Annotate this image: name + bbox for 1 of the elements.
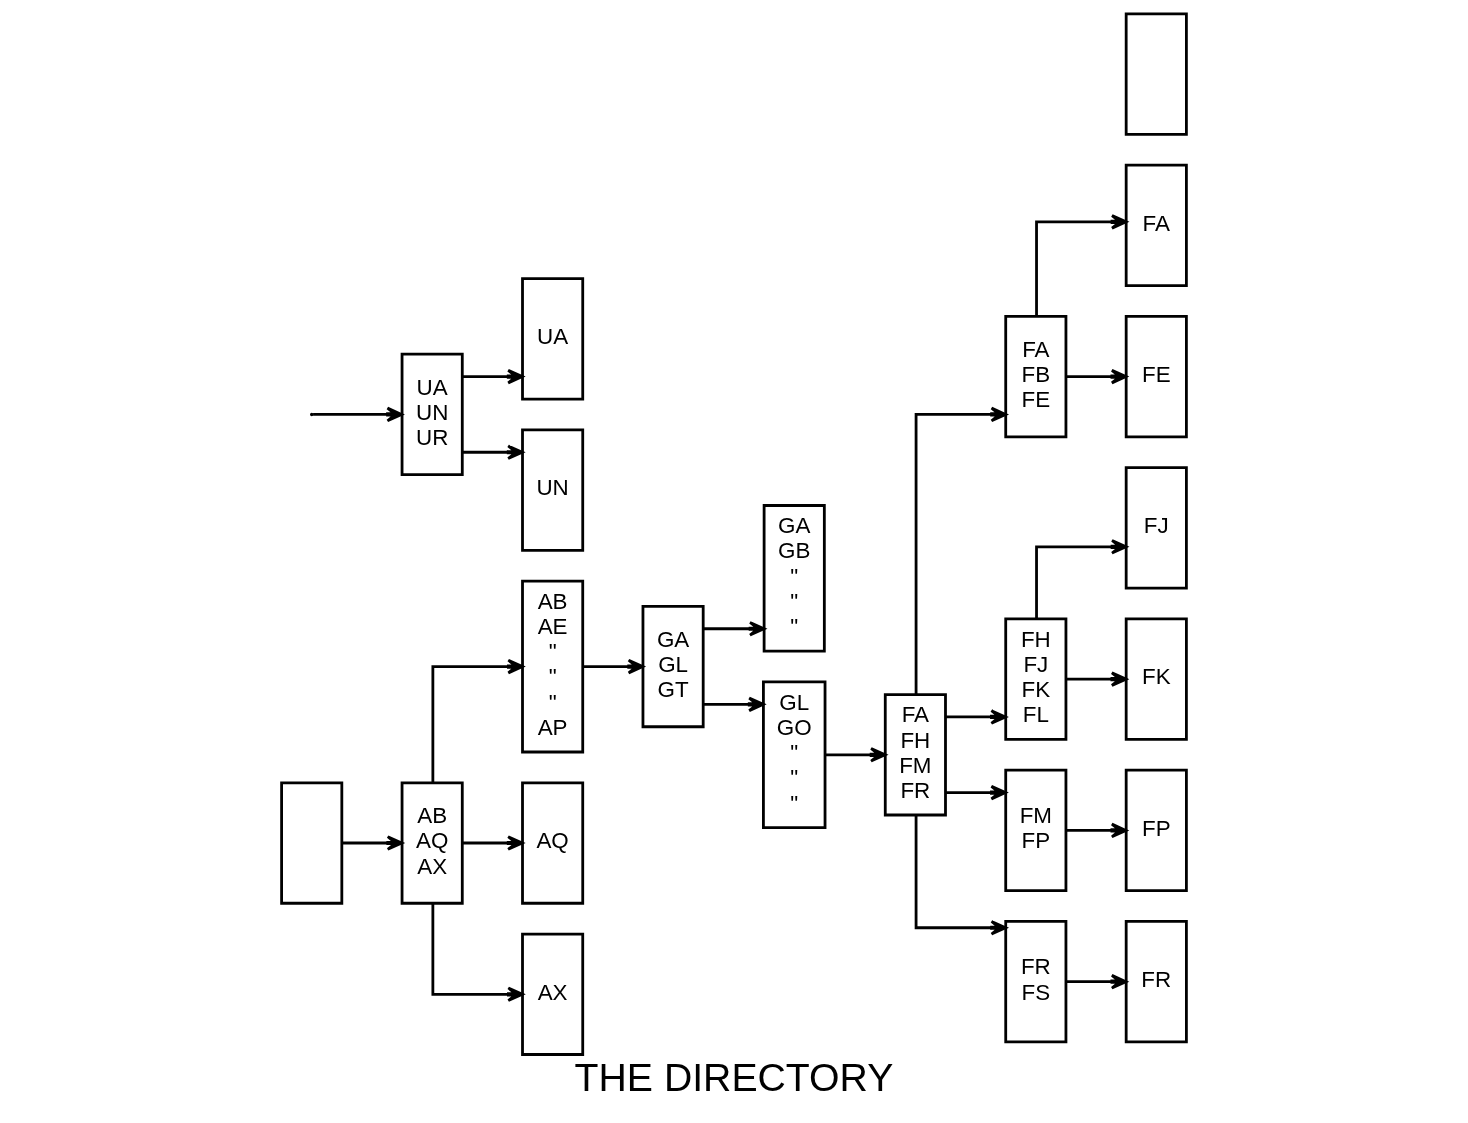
caption: THE DIRECTORY [574, 1056, 894, 1100]
